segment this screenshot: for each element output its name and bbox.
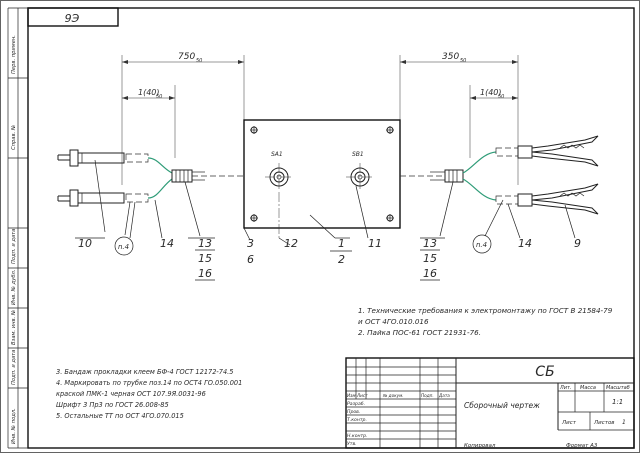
mark-right: n.4	[476, 241, 487, 249]
left-plugs	[57, 149, 149, 207]
callout-3: 3	[247, 237, 254, 250]
stamp-box: 9Э	[27, 7, 119, 27]
callout-15-right: 15	[423, 252, 437, 265]
dim-right-total: 350	[442, 52, 459, 62]
callout-10: 10	[78, 237, 92, 250]
left-sidebar: Перв. примен. Справ. № Подп. и дата Инв.…	[7, 7, 28, 449]
callout-15-left: 15	[198, 252, 212, 265]
assembly-note-3: 3. Бандаж прокладки клеем БФ-4 ГОСТ 1217…	[56, 368, 233, 376]
sheet-label: Лист	[561, 420, 577, 426]
sidebar-label: Инв. № подл.	[11, 408, 17, 444]
sidebar-label: Перв. примен.	[11, 35, 17, 74]
callout-2: 2	[338, 253, 345, 266]
row-razrab: Разраб.	[347, 401, 365, 407]
hdr-sign: Подп.	[421, 393, 434, 398]
title-block	[345, 357, 635, 449]
row-nkontr: Н.контр.	[347, 433, 368, 439]
label-sa1: SA1	[271, 151, 283, 158]
dim-left-total-tol: 50	[196, 58, 202, 64]
callout-14-left: 14	[160, 237, 174, 250]
format-label: Формат А3	[566, 443, 598, 449]
callout-13-left: 13	[198, 237, 212, 250]
hdr-date: Дата	[438, 393, 450, 398]
right-wire-lower	[462, 178, 497, 201]
callout-6: 6	[247, 253, 254, 266]
dim-left-lead: 1(40)	[138, 88, 160, 97]
leader-lines	[75, 159, 576, 246]
dim-right-total-tol: 50	[460, 58, 466, 64]
dim-right-lead: 1(40)	[480, 88, 502, 97]
marker-circle-left	[114, 236, 134, 256]
sidebar-label: Подп. и дата	[11, 350, 17, 385]
assembly-note-4: 4. Маркировать по трубке поз.14 по ОСТ4 …	[56, 379, 242, 387]
marker-circle-right	[472, 234, 492, 254]
col-lit: Лит.	[559, 385, 572, 391]
label-sb1: SB1	[352, 151, 364, 158]
scale-value: 1:1	[612, 398, 623, 406]
title-code: СБ	[535, 364, 554, 380]
sidebar-label: Взам. инв. №	[11, 310, 17, 345]
callout-13-right: 13	[423, 237, 437, 250]
right-sleeve	[400, 169, 464, 183]
row-tkontr: Т.контр.	[347, 417, 367, 423]
mark-left: n.4	[118, 243, 129, 251]
sidebar-label: Подп. и дата	[11, 229, 17, 264]
tech-note-1b: и ОСТ 4ГО.010.016	[358, 317, 429, 326]
title-name: Сборочный чертеж	[464, 401, 540, 410]
sidebar-label: Инв. № дубл.	[11, 270, 17, 306]
right-clips	[495, 135, 599, 215]
callout-1: 1	[338, 237, 345, 250]
tech-note-1: 1. Технические требования к электромонта…	[358, 306, 613, 315]
callout-12: 12	[284, 237, 298, 250]
callout-14-right: 14	[518, 237, 532, 250]
left-wire-upper	[147, 157, 173, 174]
row-prov: Пров.	[347, 409, 360, 415]
assembly-note-4b: краской ПМК-1 черная ОСТ 107.9Я.0031-96	[56, 390, 206, 398]
callout-16-left: 16	[198, 267, 212, 280]
callout-9: 9	[574, 237, 581, 250]
assembly-note-5: 5. Остальные ТТ по ОСТ 4ГО.070.015	[56, 412, 184, 420]
col-scale: Масштаб	[606, 385, 630, 391]
stamp-number: 9Э	[65, 12, 80, 25]
assembly-note-4c: Шрифт 3 Пр3 по ГОСТ 26.008-85	[56, 401, 169, 409]
sheets-value: 1	[622, 419, 626, 426]
dimension-lines	[121, 55, 519, 185]
col-mass: Масса	[580, 385, 596, 391]
right-wire-upper	[462, 151, 497, 174]
row-utv: Утв.	[347, 441, 357, 447]
sidebar-label: Справ. №	[11, 125, 17, 150]
copied-label: Копировал	[464, 443, 496, 449]
dim-right-lead-tol: 50	[498, 94, 504, 100]
callout-11: 11	[368, 237, 382, 250]
callout-16-right: 16	[423, 267, 437, 280]
sheets-label: Листов	[593, 420, 615, 426]
hdr-list: Лист	[356, 393, 368, 398]
dim-left-total: 750	[178, 52, 195, 62]
tech-note-2: 2. Пайка ПОС-61 ГОСТ 21931-76.	[358, 328, 481, 337]
dim-left-lead-tol: 50	[156, 94, 162, 100]
left-sleeve	[171, 169, 244, 183]
left-wire-lower	[147, 178, 173, 199]
hdr-doc: № докум.	[382, 393, 404, 398]
enclosure	[243, 119, 401, 238]
hdr-izm: Изм	[347, 393, 356, 398]
